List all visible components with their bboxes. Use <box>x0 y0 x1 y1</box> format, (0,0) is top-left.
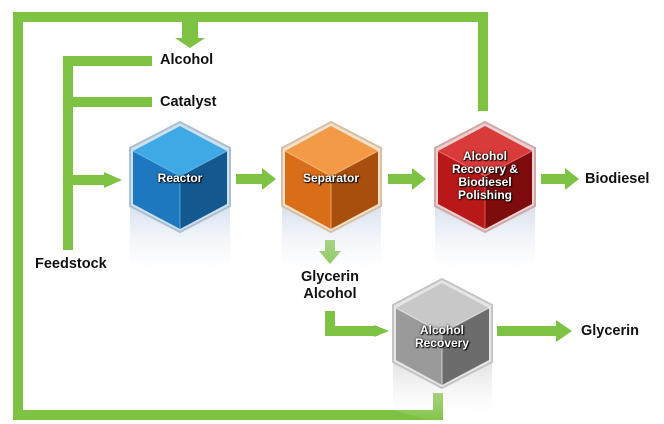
input-bus <box>63 56 152 250</box>
to-glycerin-arrow <box>497 320 572 342</box>
reactor-to-separator-arrow <box>236 168 276 190</box>
catalyst-input-label: Catalyst <box>160 94 217 110</box>
reactor-cube <box>129 120 231 234</box>
polishing-label-line1: Alcohol <box>463 149 507 163</box>
alcohol-recovery-label-line1: Alcohol <box>420 323 464 337</box>
glycerin-alcohol-label: Glycerin Alcohol <box>285 269 375 303</box>
alcohol-recovery-label-line2: Recovery <box>414 336 470 350</box>
polishing-label-line2: Recovery & <box>451 162 519 176</box>
separator-label: Separator <box>302 171 360 185</box>
polishing-cube <box>434 120 536 234</box>
reactor-label: Reactor <box>157 171 203 185</box>
alcohol-input-label: Alcohol <box>160 52 214 68</box>
separator-to-recovery-arrow <box>388 168 426 190</box>
separator-cube <box>281 120 382 234</box>
to-biodiesel-arrow <box>541 168 579 190</box>
biodiesel-output-label: Biodiesel <box>585 171 650 187</box>
glycerin-alcohol-line1: Glycerin <box>300 269 360 285</box>
glycerin-output-label: Glycerin <box>581 323 640 339</box>
reactor-input-arrow <box>104 172 122 188</box>
reactor-reflection <box>130 206 230 282</box>
feedstock-input-label: Feedstock <box>35 256 107 272</box>
separator-reflection <box>282 206 381 282</box>
polishing-label-line3: Biodiesel <box>458 175 512 189</box>
polishing-label: Alcohol Recovery & Biodiesel Polishing <box>435 150 535 202</box>
alcohol-recycle-arrow <box>175 22 205 48</box>
polishing-label-line4: Polishing <box>458 188 512 202</box>
alcohol-recovery-cube <box>392 277 493 390</box>
alcohol-recovery-label: Alcohol Recovery <box>392 324 492 350</box>
polishing-reflection <box>435 206 535 282</box>
glycerin-alcohol-feed-line <box>325 311 378 336</box>
alcohol-recovery-reflection <box>393 362 492 424</box>
alcohol-recovery-input-arrow <box>374 325 389 337</box>
glycerin-alcohol-line2: Alcohol <box>303 286 357 302</box>
